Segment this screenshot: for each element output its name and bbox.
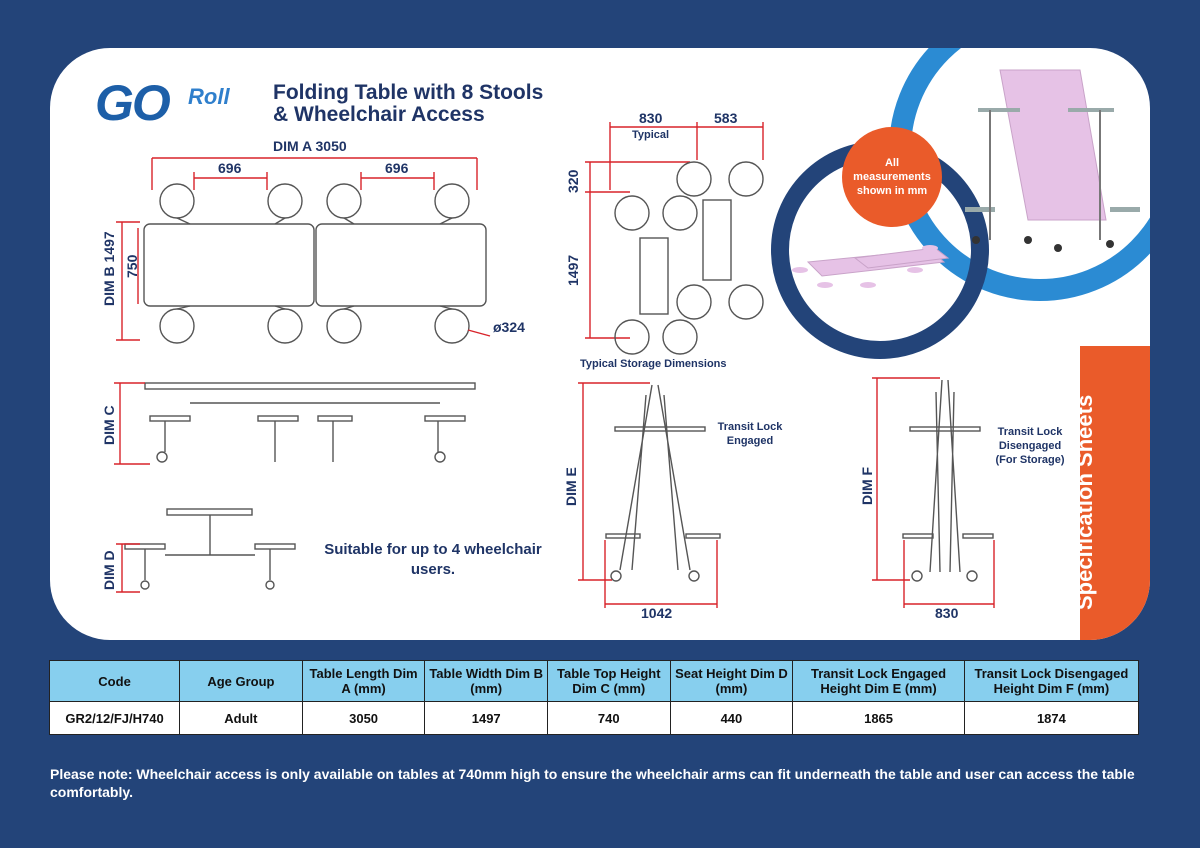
footnote: Please note: Wheelchair access is only a… <box>50 766 1135 800</box>
spec-table: Code Age Group Table Length Dim A (mm) T… <box>48 660 1140 735</box>
table-row: GR2/12/FJ/H740 Adult 3050 1497 740 440 1… <box>48 701 1140 735</box>
width-1042-label: 1042 <box>641 605 673 621</box>
dim-d-label: DIM D <box>101 550 117 590</box>
dim-f-label: DIM F <box>859 466 875 505</box>
open-table-photo <box>792 245 950 288</box>
wheelchair-note: Suitable for up to 4 wheelchair users. <box>324 541 542 578</box>
top-view-drawing <box>116 157 491 344</box>
dim-a-label: DIM A 3050 <box>273 138 347 154</box>
header-disengaged-height: Transit Lock Disengaged Height Dim F (mm… <box>963 660 1140 702</box>
cell-age-group: Adult <box>179 701 303 735</box>
cell-table-length: 3050 <box>301 701 426 735</box>
measurement-note-text: All measurements shown in mm <box>853 157 931 197</box>
side-view-c-drawing <box>114 382 476 465</box>
diameter-label: ø324 <box>493 319 525 335</box>
cell-disengaged-height: 1874 <box>963 701 1140 735</box>
header-table-length: Table Length Dim A (mm) <box>301 660 426 702</box>
cell-table-top-height: 740 <box>546 701 671 735</box>
dim-e-label: DIM E <box>563 467 579 506</box>
cell-seat-height: 440 <box>669 701 794 735</box>
spec-table-header-row: Code Age Group Table Length Dim A (mm) T… <box>48 660 1140 702</box>
width-830-label: 830 <box>935 605 959 621</box>
storage-view-drawing <box>585 122 764 355</box>
folded-table-photo <box>965 69 1140 252</box>
dim-c-label: DIM C <box>101 405 117 445</box>
header-table-width: Table Width Dim B (mm) <box>424 660 548 702</box>
title-line-2: & Wheelchair Access <box>273 103 485 126</box>
spacing-left-label: 696 <box>218 160 242 176</box>
folded-view-e-drawing <box>578 382 721 608</box>
side-tab <box>1080 346 1150 640</box>
storage-caption: Typical Storage Dimensions <box>580 358 727 370</box>
folded-view-f-drawing <box>872 377 995 608</box>
transit-engaged-label: Transit Lock Engaged <box>717 421 783 447</box>
measurement-note-badge: All measurements shown in mm <box>842 127 942 227</box>
storage-typical-label: Typical <box>632 129 670 141</box>
title-line-1: Folding Table with 8 Stools <box>273 81 544 104</box>
transit-disengaged-label: Transit Lock Disengaged (For Storage) <box>995 426 1065 466</box>
content-card <box>50 48 1150 640</box>
logo-go-text: GO <box>95 75 171 131</box>
header-table-top-height: Table Top Height Dim C (mm) <box>546 660 671 702</box>
header-code: Code <box>48 660 181 702</box>
inner-750-label: 750 <box>124 254 140 278</box>
storage-1497-label: 1497 <box>565 254 581 286</box>
storage-830-label: 830 <box>639 110 663 126</box>
page-title: Folding Table with 8 Stools & Wheelchair… <box>273 82 543 126</box>
dim-b-label: DIM B 1497 <box>101 231 117 306</box>
header-age-group: Age Group <box>179 660 303 702</box>
spacing-right-label: 696 <box>385 160 409 176</box>
cell-table-width: 1497 <box>424 701 548 735</box>
decorative-arcs <box>771 48 1150 359</box>
storage-583-label: 583 <box>714 110 738 126</box>
header-seat-height: Seat Height Dim D (mm) <box>669 660 794 702</box>
header-engaged-height: Transit Lock Engaged Height Dim E (mm) <box>792 660 965 702</box>
logo-roll-text: Roll <box>188 84 230 109</box>
storage-320-label: 320 <box>565 169 581 193</box>
specification-sheets-label: Specification Sheets <box>1072 394 1097 610</box>
cell-code: GR2/12/FJ/H740 <box>48 701 181 735</box>
goroll-logo: GO Roll <box>95 75 230 131</box>
end-view-d-drawing <box>116 508 296 593</box>
cell-engaged-height: 1865 <box>792 701 965 735</box>
